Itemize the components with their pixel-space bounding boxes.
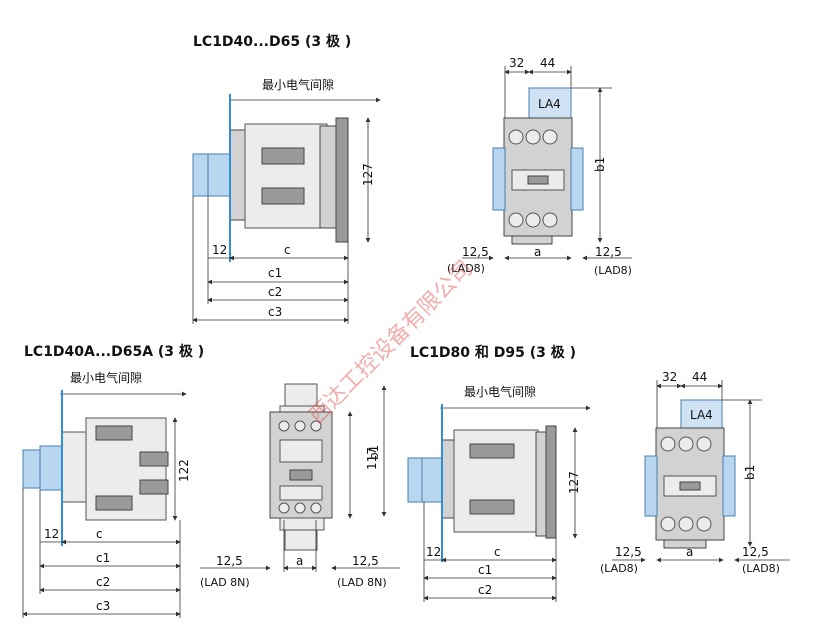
svg-text:12,5: 12,5: [595, 245, 622, 259]
svg-text:LA4: LA4: [690, 408, 713, 422]
front-view-d40-d65: 32 44 LA4 b1 12,5 (LAD8) a 12,5 (LAD8): [447, 56, 632, 277]
clearance-label-1: 最小电气间隙: [262, 77, 334, 92]
svg-text:12: 12: [212, 243, 227, 257]
svg-text:44: 44: [692, 370, 707, 384]
side-view-d40-d65: LC1D40...D65 (3 极 ) 最小电气间隙 127 12 c c1 c…: [192, 33, 381, 324]
svg-text:(LAD8): (LAD8): [594, 264, 632, 277]
svg-text:12,5: 12,5: [615, 545, 642, 559]
title-d40a-d65a: LC1D40A...D65A (3 极 ): [24, 343, 204, 360]
svg-text:117: 117: [365, 447, 379, 470]
svg-text:c2: c2: [268, 285, 282, 299]
svg-text:32: 32: [662, 370, 677, 384]
svg-text:127: 127: [567, 471, 581, 494]
svg-text:c2: c2: [96, 575, 110, 589]
svg-text:(LAD8): (LAD8): [447, 262, 485, 275]
svg-text:122: 122: [177, 459, 191, 482]
side-view-d80-d95: LC1D80 和 D95 (3 极 ) 最小电气间隙 127 12 c c1 c…: [407, 344, 591, 602]
svg-text:12,5: 12,5: [742, 545, 769, 559]
svg-text:12,5: 12,5: [352, 554, 379, 568]
svg-text:c1: c1: [96, 551, 110, 565]
svg-text:32: 32: [509, 56, 524, 70]
side-view-d40a-d65a: LC1D40A...D65A (3 极 ) 最小电气间隙 122 12 c c1…: [22, 343, 204, 618]
svg-text:a: a: [296, 554, 303, 568]
svg-text:12: 12: [426, 545, 441, 559]
svg-text:(LAD 8N): (LAD 8N): [200, 576, 250, 589]
svg-text:(LAD8): (LAD8): [742, 562, 780, 575]
svg-text:c: c: [96, 527, 103, 541]
svg-text:c1: c1: [268, 266, 282, 280]
svg-text:c2: c2: [478, 583, 492, 597]
svg-text:44: 44: [540, 56, 555, 70]
svg-text:b1: b1: [743, 465, 757, 480]
svg-text:b1: b1: [593, 157, 607, 172]
svg-text:a: a: [534, 245, 541, 259]
svg-text:c: c: [494, 545, 501, 559]
front-view-d80-d95: 32 44 LA4 b1 12,5 (LAD8) a 12,5 (LAD8): [600, 370, 790, 575]
title-d40-d65: LC1D40...D65 (3 极 ): [193, 33, 351, 50]
la4-module-1: [528, 87, 572, 119]
svg-text:12,5: 12,5: [462, 245, 489, 259]
svg-text:c3: c3: [96, 599, 110, 613]
contactor-body-1: [244, 123, 328, 229]
la4-module-2: [680, 399, 723, 429]
clearance-label-3: 最小电气间隙: [464, 384, 536, 399]
svg-text:127: 127: [361, 163, 375, 186]
svg-text:c: c: [284, 243, 291, 257]
svg-text:12: 12: [44, 527, 59, 541]
clearance-label-2: 最小电气间隙: [70, 370, 142, 385]
svg-text:(LAD 8N): (LAD 8N): [337, 576, 387, 589]
svg-text:12,5: 12,5: [216, 554, 243, 568]
svg-text:LA4: LA4: [538, 97, 561, 111]
svg-text:b1: b1: [367, 445, 381, 460]
svg-text:c3: c3: [268, 305, 282, 319]
svg-text:(LAD8): (LAD8): [600, 562, 638, 575]
front-view-d40a-d65a: 117 b1 12,5 (LAD 8N) a 12,5 (LAD 8N): [200, 383, 400, 589]
svg-text:a: a: [686, 545, 693, 559]
svg-text:c1: c1: [478, 563, 492, 577]
title-d80-d95: LC1D80 和 D95 (3 极 ): [410, 344, 576, 361]
